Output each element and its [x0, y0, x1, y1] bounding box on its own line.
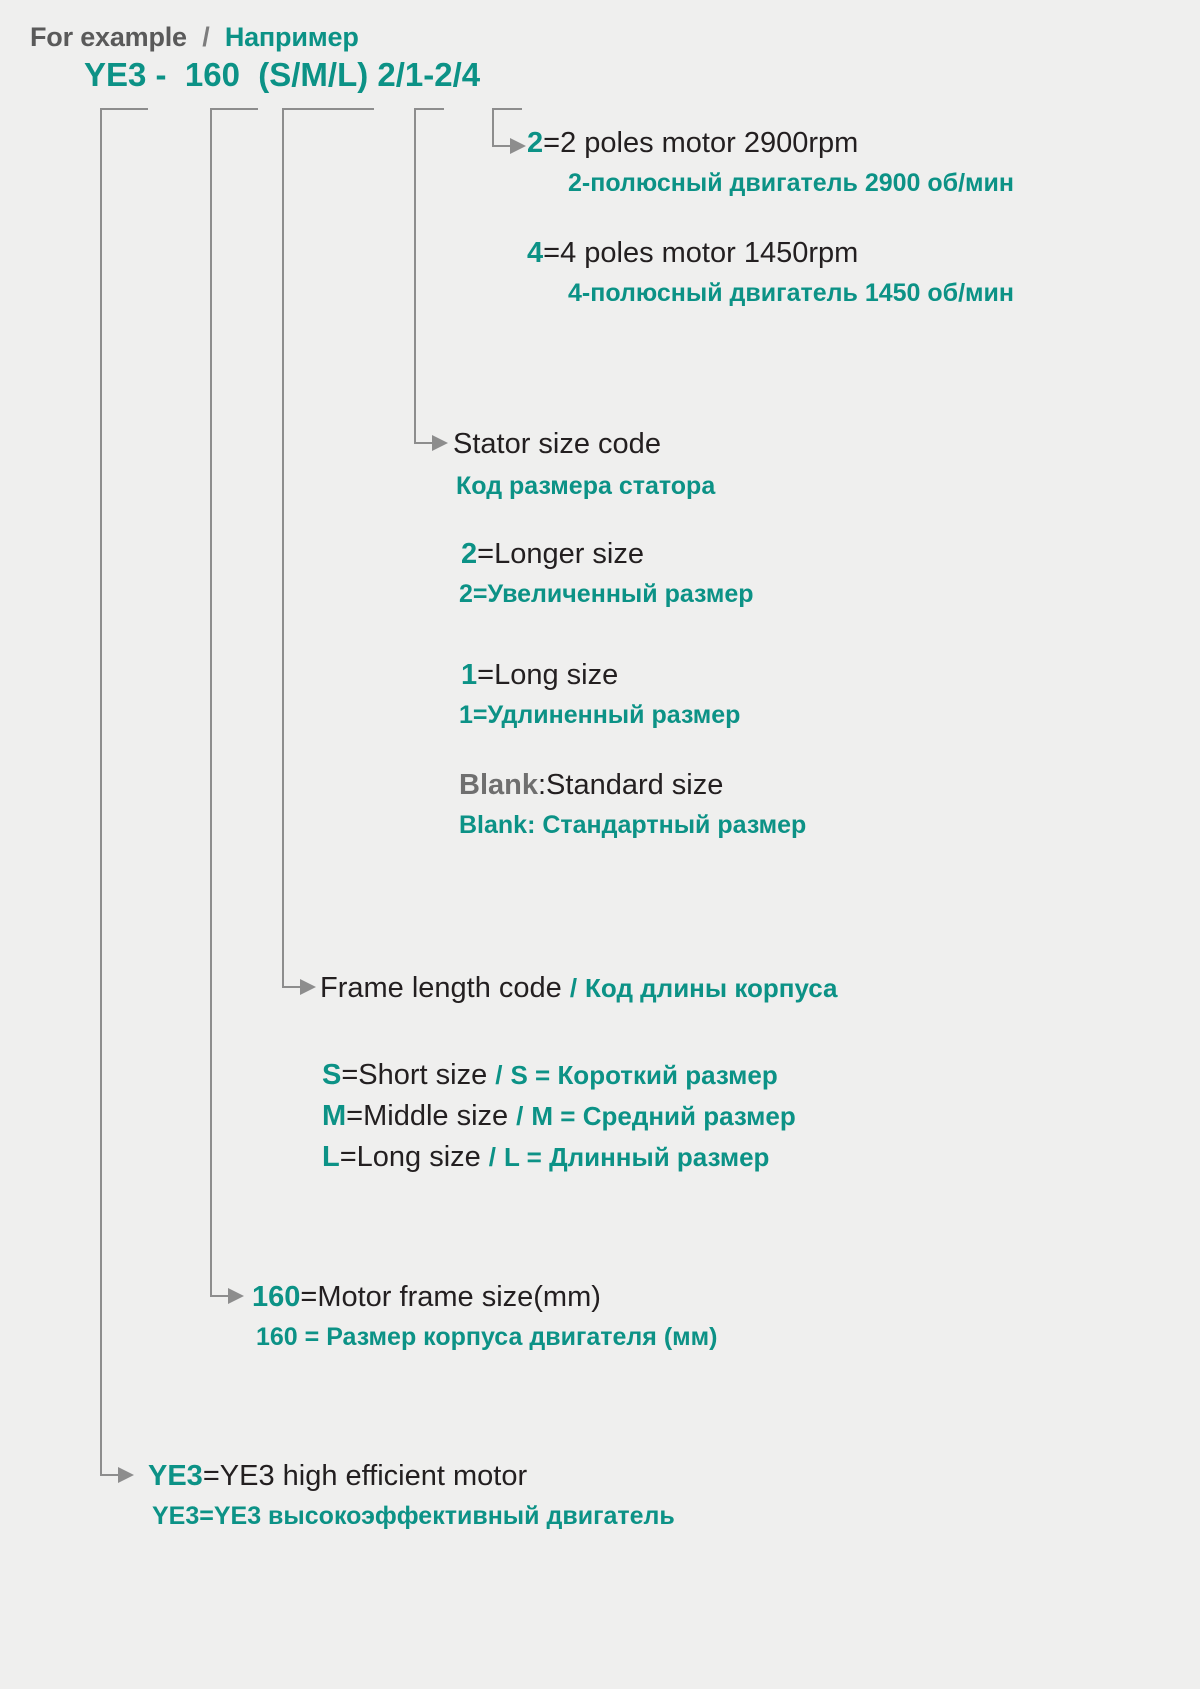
connector-line-160: [210, 108, 212, 1296]
branch-frame-long-slash: /: [488, 1142, 497, 1172]
branch-frame-long-text: =Long size: [339, 1141, 481, 1173]
connector-line-frame: [282, 108, 284, 987]
branch-frame-length-code-slash: /: [569, 973, 578, 1003]
branch-motor-frame-size-text: =Motor frame size(mm): [300, 1281, 601, 1313]
branch-motor-frame-size: 160=Motor frame size(mm): [252, 1281, 601, 1313]
branch-poles-4-text: =4 poles motor 1450rpm: [543, 237, 859, 269]
branch-frame-length-code-ru: Код длины корпуса: [585, 973, 838, 1003]
branch-poles-4-key: 4: [527, 237, 544, 269]
connector-arm-ye3: [100, 1474, 122, 1476]
branch-stator-long-ru: 1=Удлиненный размер: [459, 701, 741, 729]
branch-frame-long: L=Long size/L = Длинный размер: [322, 1141, 769, 1173]
branch-frame-length-code-en: Frame length code/Код длины корпуса: [320, 972, 838, 1004]
example-label-en: For example: [30, 22, 187, 52]
title-separator: /: [202, 22, 210, 52]
branch-frame-long-en: L=Long size/L = Длинный размер: [322, 1141, 769, 1173]
branch-frame-short-ru: S = Короткий размер: [510, 1060, 778, 1090]
branch-stator-long: 1=Long size: [461, 659, 618, 691]
branch-stator-longer-key: 2: [461, 538, 478, 570]
branch-frame-short-key: S: [322, 1059, 342, 1091]
branch-ye3-motor-ru: YE3=YE3 высокоэффективный двигатель: [152, 1502, 675, 1530]
branch-stator-longer-text: =Longer size: [477, 538, 645, 570]
branch-motor-frame-size-ru: 160 = Размер корпуса двигателя (мм): [256, 1323, 718, 1351]
branch-ye3-motor: YE3=YE3 high efficient motor: [148, 1460, 527, 1492]
branch-ye3-motor-en: YE3=YE3 high efficient motor: [148, 1460, 527, 1492]
connector-arm-160: [210, 1295, 232, 1297]
connector-arrow-ye3: [118, 1467, 134, 1483]
branch-stator-longer: 2=Longer size: [461, 538, 644, 570]
branch-ye3-motor-text: =YE3 high efficient motor: [202, 1460, 528, 1492]
connector-top-stator: [414, 108, 444, 110]
branch-frame-short-text: =Short size: [341, 1059, 488, 1091]
connector-arrow-stator: [432, 435, 448, 451]
branch-frame-middle-ru: M = Средний размер: [531, 1101, 796, 1131]
branch-stator-size-code-ru: Код размера статора: [456, 472, 716, 500]
model-code: YE3 - 160 (S/M/L) 2/1-2/4: [84, 56, 481, 93]
connector-line-poles: [492, 108, 494, 146]
branch-stator-long-en: 1=Long size: [461, 659, 618, 691]
example-label-ru: Например: [224, 22, 359, 52]
branch-stator-blank-text: :Standard size: [537, 769, 724, 801]
branch-poles-2-en: 2=2 poles motor 2900rpm: [527, 127, 858, 159]
branch-stator-long-text: =Long size: [477, 659, 619, 691]
branch-stator-blank-en: Blank:Standard size: [459, 769, 723, 801]
branch-poles-2-ru: 2-полюсный двигатель 2900 об/мин: [568, 169, 1014, 197]
branch-frame-short-slash: /: [495, 1060, 503, 1090]
branch-frame-middle-text: =Middle size: [346, 1100, 509, 1132]
branch-stator-long-key: 1: [461, 659, 478, 691]
branch-frame-short: S=Short size/S = Короткий размер: [322, 1059, 778, 1091]
branch-motor-frame-size-en: 160=Motor frame size(mm): [252, 1281, 601, 1313]
branch-frame-middle-slash: /: [516, 1101, 524, 1131]
branch-frame-middle: M=Middle size/M = Средний размер: [322, 1100, 796, 1132]
connector-arrow-poles: [510, 138, 526, 154]
branch-ye3-motor-key: YE3: [148, 1460, 203, 1492]
branch-stator-longer-ru: 2=Увеличенный размер: [459, 580, 754, 608]
branch-frame-long-ru: L = Длинный размер: [504, 1142, 770, 1172]
branch-poles-4-ru: 4-полюсный двигатель 1450 об/мин: [568, 279, 1014, 307]
branch-poles-2: 2=2 poles motor 2900rpm: [527, 127, 858, 159]
branch-stator-blank: Blank:Standard size: [459, 769, 723, 801]
connector-arm-stator: [414, 442, 436, 444]
branch-poles-2-text: =2 poles motor 2900rpm: [543, 127, 859, 159]
connector-arm-poles: [492, 145, 514, 147]
branch-poles-2-key: 2: [527, 127, 544, 159]
branch-stator-size-code-en: Stator size code: [453, 428, 661, 460]
branch-stator-longer-en: 2=Longer size: [461, 538, 644, 570]
branch-frame-long-key: L: [322, 1141, 340, 1173]
connector-line-ye3: [100, 108, 102, 1475]
branch-frame-middle-key: M: [322, 1100, 347, 1132]
connector-top-160: [210, 108, 258, 110]
page-title: For example / Например: [30, 22, 359, 53]
branch-stator-blank-key: Blank: [459, 769, 538, 801]
branch-poles-4: 4=4 poles motor 1450rpm: [527, 237, 858, 269]
branch-stator-blank-ru: Blank: Стандартный размер: [459, 811, 807, 839]
connector-arrow-frame: [300, 979, 316, 995]
branch-frame-length-code: Frame length code/Код длины корпуса: [320, 972, 838, 1004]
connector-top-frame: [282, 108, 374, 110]
connector-line-stator: [414, 108, 416, 443]
branch-frame-short-en: S=Short size/S = Короткий размер: [322, 1059, 778, 1091]
connector-arrow-160: [228, 1288, 244, 1304]
connector-top-ye3: [100, 108, 148, 110]
branch-frame-middle-en: M=Middle size/M = Средний размер: [322, 1100, 796, 1132]
connector-arm-frame: [282, 986, 304, 988]
connector-top-poles: [492, 108, 522, 110]
branch-motor-frame-size-key: 160: [252, 1281, 301, 1313]
branch-frame-length-code-text: Frame length code: [320, 972, 562, 1004]
branch-stator-size-code: Stator size code: [453, 428, 661, 460]
branch-poles-4-en: 4=4 poles motor 1450rpm: [527, 237, 858, 269]
